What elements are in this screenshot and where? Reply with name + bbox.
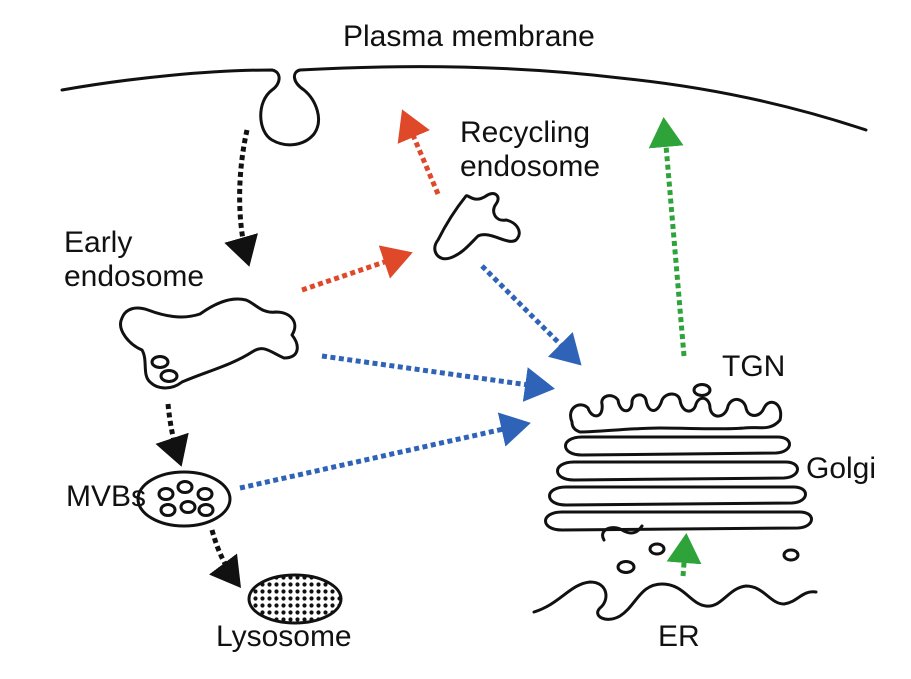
golgi-label: Golgi	[806, 452, 877, 485]
golgi-cisterna	[556, 460, 799, 482]
plasma-membrane-label: Plasma membrane	[343, 20, 595, 53]
er-label: ER	[658, 620, 700, 653]
recycling-endosome-label: Recycling endosome	[460, 116, 601, 183]
golgi-cisterna	[564, 435, 791, 457]
mvb-vesicle	[197, 503, 215, 517]
lysosome-shape	[247, 573, 343, 625]
mvb-vesicle	[196, 487, 214, 501]
lysosome-label: Lysosome	[216, 620, 352, 653]
er-to-golgi-arrow	[666, 533, 702, 577]
transport-vesicle	[616, 560, 636, 574]
tgn-to-membrane-arrow	[648, 117, 687, 357]
recycling-to-membrane-arrow	[397, 109, 441, 195]
mvbs-label: MVBs	[66, 480, 147, 513]
early-to-tgn-arrow	[321, 353, 555, 402]
er-shape	[532, 580, 818, 621]
mvb-to-lysosome-arrow	[209, 529, 241, 589]
tgn-shape	[569, 392, 783, 434]
mvb-vesicle	[176, 480, 194, 494]
endocytosis-arrow	[224, 129, 258, 267]
plasma-membrane-shape	[60, 65, 868, 147]
mvb-vesicle	[157, 487, 175, 501]
early-endosome-vesicle	[150, 355, 170, 369]
early-endosome-label: Early endosome	[64, 226, 205, 293]
transport-vesicle	[782, 548, 800, 562]
early-to-recycling-arrow	[301, 245, 413, 293]
transport-vesicle	[601, 524, 644, 542]
early-endosome-vesicle	[159, 369, 179, 383]
early-to-mvb-arrow	[155, 403, 189, 467]
transport-vesicle	[648, 542, 666, 556]
golgi-cisterna	[548, 485, 807, 507]
mvb-vesicle	[159, 503, 177, 517]
mvb-shape	[136, 470, 232, 528]
mvb-vesicle	[179, 500, 197, 514]
recycling-endosome-shape	[433, 192, 521, 261]
early-endosome-shape	[119, 297, 299, 390]
tgn-vesicle	[692, 383, 712, 397]
recycling-to-tgn-arrow	[480, 264, 582, 366]
tgn-label: TGN	[722, 350, 786, 383]
mvb-to-tgn-arrow	[239, 412, 531, 491]
golgi-cisterna	[544, 510, 813, 532]
